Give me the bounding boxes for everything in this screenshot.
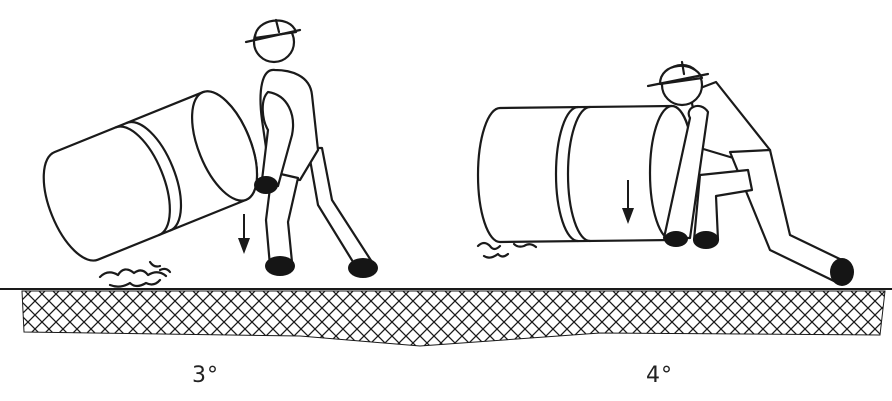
step-label-3: 3°	[192, 363, 219, 388]
shoe-back-3	[348, 258, 378, 278]
glove-4	[664, 231, 688, 247]
step-3-figure	[30, 20, 378, 287]
oil-drum-4	[478, 106, 694, 242]
down-arrow-icon-3	[238, 214, 250, 254]
step-label-4: 4°	[646, 363, 673, 388]
shoe-back-4	[830, 258, 854, 286]
spill-puddle-4	[478, 243, 536, 258]
shoe-front-4	[693, 231, 719, 249]
glove-3	[254, 176, 278, 194]
step-4-figure	[478, 62, 854, 286]
oil-drum-3	[30, 82, 270, 269]
shoe-front-3	[265, 256, 295, 276]
worker-leg-back-3	[308, 148, 372, 270]
worker-leg-front-4	[694, 170, 752, 240]
ground	[0, 289, 892, 346]
worker-head-3	[246, 20, 300, 62]
spill-puddle-3	[100, 262, 170, 287]
